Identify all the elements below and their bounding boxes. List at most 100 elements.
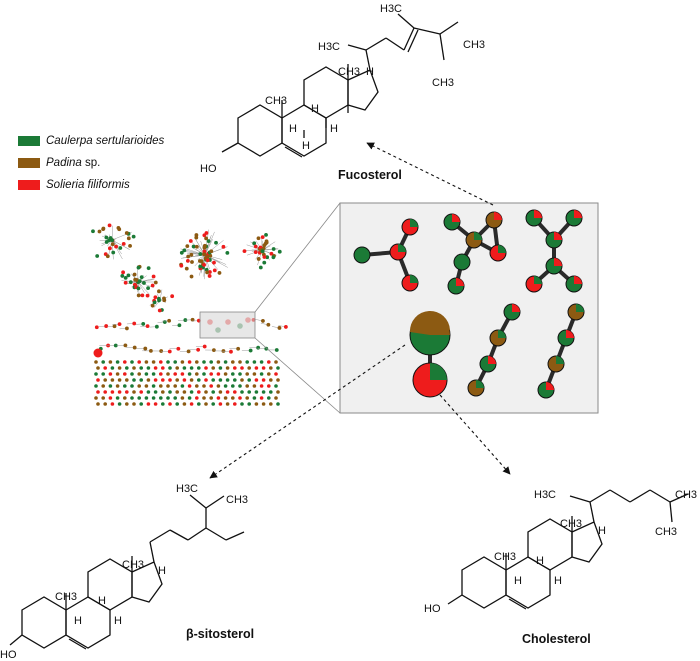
network-node bbox=[238, 384, 242, 388]
network-node bbox=[137, 360, 141, 364]
network-node bbox=[105, 254, 110, 259]
legend-swatch bbox=[18, 136, 40, 146]
network-node bbox=[253, 244, 258, 249]
network-node bbox=[261, 402, 266, 406]
network-node bbox=[271, 247, 276, 251]
atom-label: HO bbox=[200, 163, 217, 175]
network-node bbox=[180, 396, 185, 400]
network-node bbox=[202, 384, 206, 388]
network-node bbox=[209, 372, 213, 376]
network-node bbox=[140, 293, 145, 298]
network-node bbox=[151, 372, 156, 376]
atom-label: H3C bbox=[534, 489, 556, 501]
network-node bbox=[265, 255, 270, 260]
network-node bbox=[139, 390, 143, 394]
network-node bbox=[128, 280, 133, 285]
network-node bbox=[150, 303, 155, 308]
cluster-node bbox=[353, 246, 371, 264]
atom-label: CH3 bbox=[55, 591, 77, 603]
network-node bbox=[120, 274, 125, 278]
cluster-node-share bbox=[476, 380, 484, 388]
network-node bbox=[111, 250, 116, 255]
atom-label: H3C bbox=[380, 3, 402, 15]
network-node bbox=[175, 378, 179, 382]
network-node bbox=[96, 402, 100, 406]
network-node bbox=[211, 378, 215, 382]
atom-label: CH3 bbox=[338, 66, 360, 78]
network-node bbox=[225, 366, 230, 370]
network-node bbox=[262, 260, 267, 265]
network-node bbox=[233, 402, 237, 406]
network-node bbox=[173, 360, 177, 364]
network-node bbox=[173, 384, 177, 388]
network-node bbox=[146, 366, 151, 370]
atom-label: H bbox=[514, 575, 522, 587]
cluster-node-share bbox=[554, 232, 562, 240]
network-node bbox=[96, 378, 100, 382]
network-node bbox=[204, 402, 208, 406]
network-node bbox=[267, 396, 271, 400]
network-node bbox=[161, 366, 165, 370]
network-node bbox=[110, 366, 115, 370]
network-node bbox=[187, 360, 192, 364]
network-node bbox=[208, 253, 213, 258]
network-node bbox=[266, 322, 271, 327]
network-node bbox=[221, 244, 226, 249]
network-node bbox=[196, 347, 201, 352]
network-node bbox=[166, 360, 170, 364]
legend: Caulerpa sertularioides Padina sp. Solie… bbox=[18, 130, 164, 196]
network-node bbox=[198, 252, 203, 256]
network-node bbox=[96, 366, 100, 370]
network-node bbox=[261, 378, 266, 382]
network-node bbox=[107, 223, 112, 228]
network-node bbox=[145, 324, 150, 329]
network-node bbox=[223, 384, 228, 388]
atom-label: H bbox=[98, 595, 106, 607]
network-node bbox=[168, 402, 172, 406]
cluster-node-share bbox=[576, 304, 584, 312]
network-node bbox=[146, 390, 151, 394]
atom-label: H3C bbox=[318, 41, 340, 53]
network-node bbox=[264, 232, 268, 237]
network-node bbox=[225, 378, 230, 382]
network-node bbox=[157, 298, 161, 303]
legend-swatch bbox=[18, 158, 40, 168]
network-node bbox=[238, 372, 242, 376]
network-node bbox=[190, 260, 194, 264]
network-node bbox=[216, 360, 221, 364]
network-node bbox=[207, 270, 212, 274]
network-node bbox=[166, 372, 170, 376]
network-node bbox=[110, 390, 115, 394]
network-node bbox=[205, 258, 210, 263]
network-node bbox=[245, 372, 249, 376]
network-node bbox=[130, 372, 134, 376]
network-node bbox=[214, 240, 218, 245]
network-node bbox=[101, 226, 106, 231]
network-node bbox=[170, 294, 175, 299]
network-node bbox=[276, 366, 280, 370]
network-node bbox=[223, 360, 228, 364]
cluster-node-share bbox=[398, 244, 406, 252]
network-node bbox=[123, 384, 127, 388]
network-node bbox=[110, 402, 115, 406]
network-node bbox=[123, 343, 128, 348]
network-node bbox=[261, 366, 266, 370]
network-edge bbox=[111, 239, 130, 250]
network-node bbox=[150, 283, 155, 288]
network-node bbox=[157, 308, 162, 313]
network-node bbox=[256, 345, 261, 350]
network-node bbox=[189, 274, 194, 279]
network-node bbox=[195, 372, 199, 376]
network-node bbox=[188, 239, 193, 243]
network-node bbox=[202, 263, 206, 267]
network-node bbox=[231, 384, 235, 388]
network-node bbox=[240, 366, 244, 370]
network-node bbox=[139, 378, 143, 382]
network-node bbox=[189, 402, 194, 406]
network-node bbox=[218, 390, 223, 394]
network-node bbox=[110, 378, 115, 382]
network-node bbox=[159, 372, 163, 376]
network-node bbox=[267, 360, 271, 364]
network-node bbox=[179, 250, 184, 255]
